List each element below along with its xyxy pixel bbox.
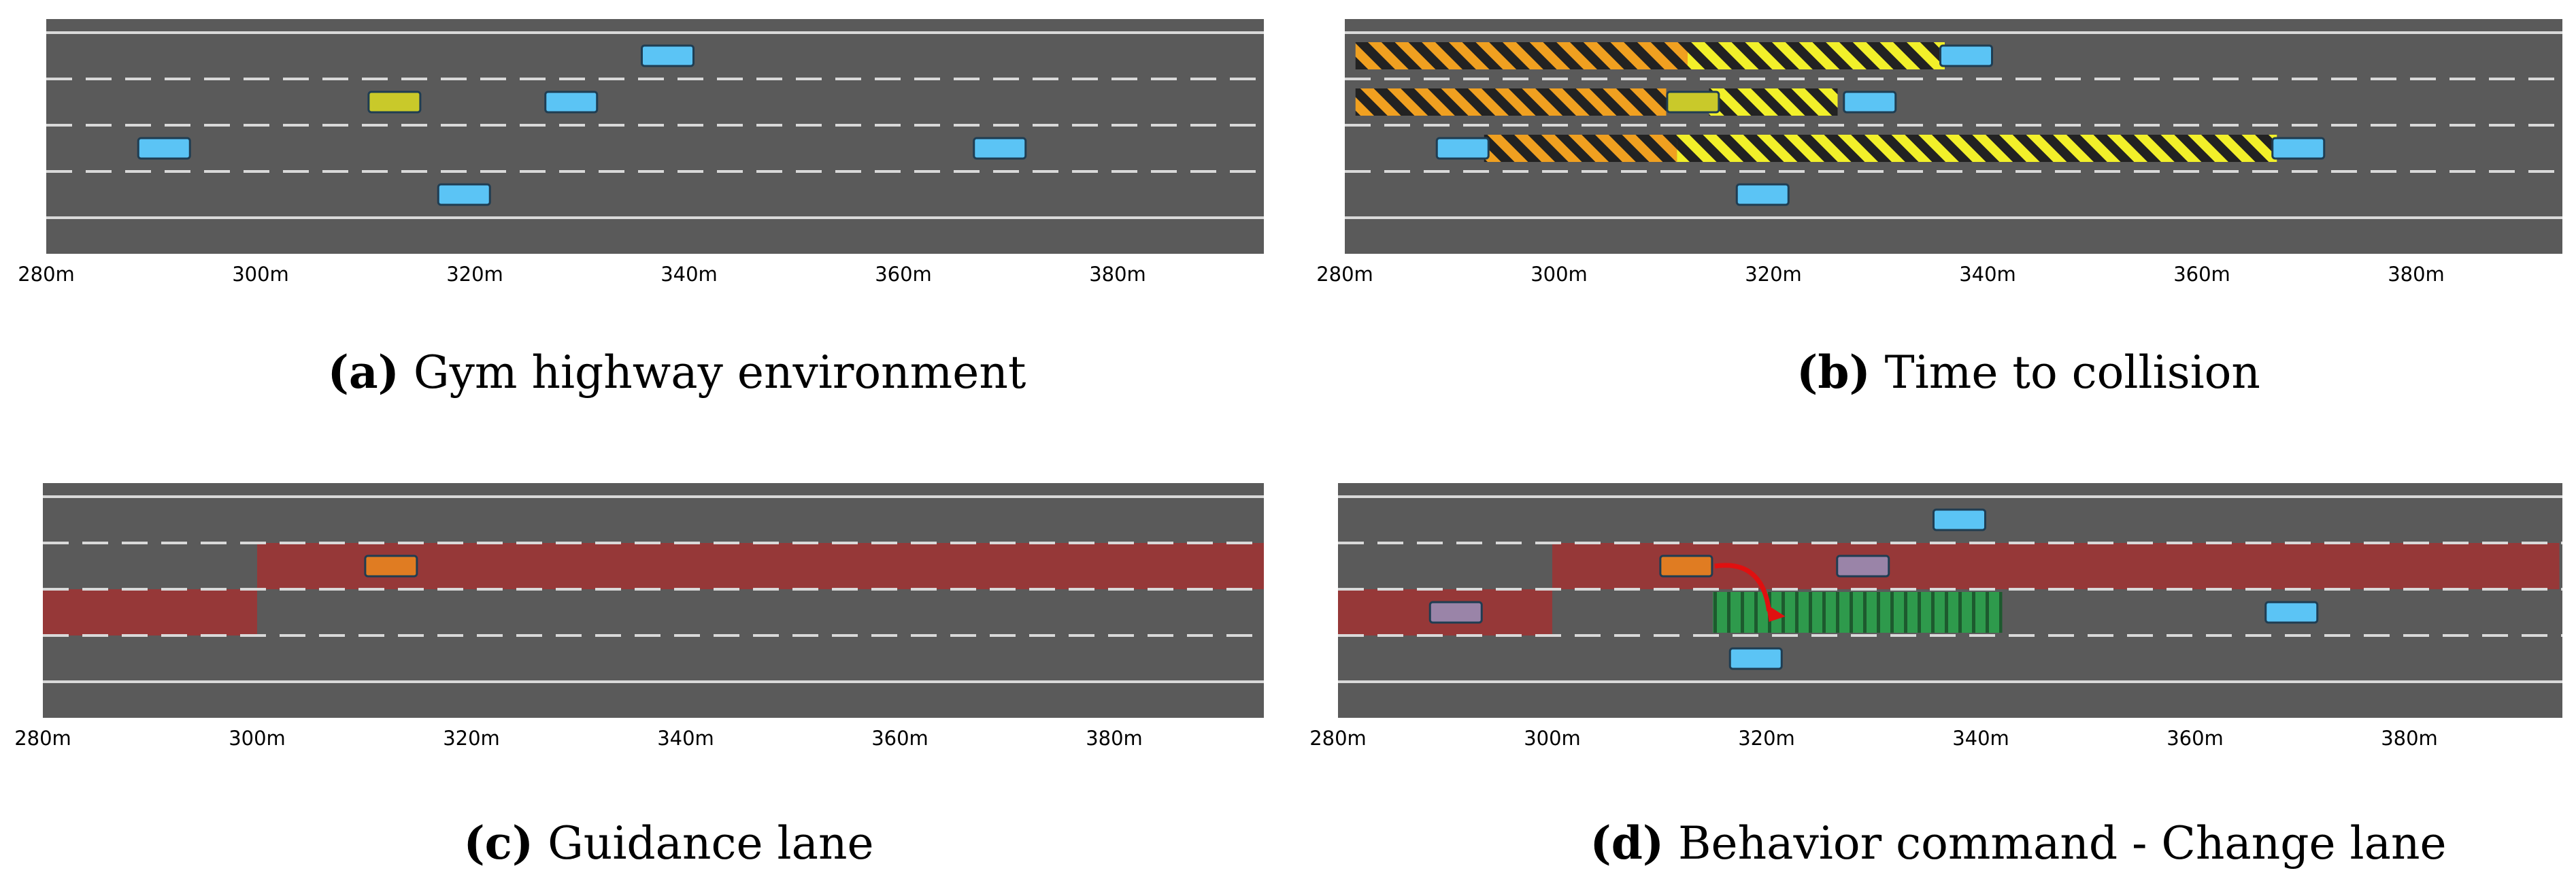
vehicle bbox=[641, 44, 695, 67]
vehicle bbox=[2271, 137, 2326, 160]
ttc-band-orange bbox=[1355, 42, 1688, 69]
x-axis-ticks-b: 280m 300m 320m 340m 360m 380m bbox=[1316, 257, 2562, 298]
x-tick-label: 300m bbox=[232, 263, 289, 286]
caption-label: (d) bbox=[1590, 816, 1665, 870]
ego-vehicle bbox=[1659, 555, 1713, 578]
panel-c: 280m 300m 320m 340m 360m 380m (c) Guidance la… bbox=[14, 483, 1264, 885]
x-tick-label: 280m bbox=[14, 727, 71, 750]
x-axis-ticks-d: 280m 300m 320m 340m 360m 380m bbox=[1309, 721, 2562, 762]
caption-label: (c) bbox=[463, 816, 534, 870]
x-tick-label: 360m bbox=[875, 263, 932, 286]
vehicle bbox=[137, 137, 191, 160]
vehicle bbox=[1939, 44, 1993, 67]
caption-text: Time to collision bbox=[1884, 346, 2260, 399]
ttc-band-orange bbox=[1484, 135, 1677, 162]
ego-vehicle bbox=[367, 90, 422, 114]
ttc-band-orange bbox=[1355, 88, 1667, 116]
x-tick-label: 300m bbox=[229, 727, 286, 750]
ego-vehicle bbox=[1666, 90, 1720, 114]
vehicle bbox=[2264, 601, 2319, 624]
vehicle bbox=[1728, 647, 1783, 670]
change-lane-zone bbox=[1713, 592, 2003, 633]
x-axis-ticks-a: 280m 300m 320m 340m 360m 380m bbox=[18, 257, 1264, 298]
x-tick-label: 340m bbox=[1959, 263, 2016, 286]
x-tick-label: 360m bbox=[871, 727, 929, 750]
x-axis-ticks-c: 280m 300m 320m 340m 360m 380m bbox=[14, 721, 1264, 762]
panel-a: 280m 300m 320m 340m 360m 380m (a) Gym highway… bbox=[18, 19, 1264, 420]
x-tick-label: 280m bbox=[1316, 263, 1373, 286]
ego-vehicle bbox=[364, 555, 418, 578]
vehicle bbox=[1843, 90, 1897, 114]
x-tick-label: 320m bbox=[1745, 263, 1802, 286]
x-tick-label: 300m bbox=[1524, 727, 1581, 750]
x-tick-label: 320m bbox=[443, 727, 500, 750]
arrow-head bbox=[1766, 604, 1786, 622]
vehicle bbox=[437, 183, 491, 206]
vehicle-purple bbox=[1428, 601, 1483, 624]
vehicle bbox=[1735, 183, 1790, 206]
x-tick-label: 360m bbox=[2167, 727, 2224, 750]
x-tick-label: 340m bbox=[1952, 727, 2009, 750]
caption-c: (c) Guidance lane bbox=[463, 816, 873, 870]
x-tick-label: 320m bbox=[446, 263, 503, 286]
caption-label: (a) bbox=[327, 346, 399, 399]
ttc-band-yellow bbox=[1677, 135, 2277, 162]
panel-b: 280m 300m 320m 340m 360m 380m (b) Time to col… bbox=[1316, 19, 2562, 420]
caption-d: (d) Behavior command - Change lane bbox=[1590, 816, 2446, 870]
vehicle bbox=[1435, 137, 1490, 160]
ttc-band-yellow bbox=[1709, 88, 1838, 116]
ttc-band-yellow bbox=[1688, 42, 1945, 69]
vehicle bbox=[973, 137, 1027, 160]
caption-text: Guidance lane bbox=[548, 817, 874, 870]
guidance-band bbox=[43, 589, 257, 635]
caption-text: Gym highway environment bbox=[413, 346, 1026, 399]
x-tick-label: 380m bbox=[2388, 263, 2445, 286]
x-tick-label: 360m bbox=[2173, 263, 2230, 286]
road-overlay-a bbox=[46, 31, 1264, 219]
panel-d: 280m 300m 320m 340m 360m 380m (d) Behavior co… bbox=[1309, 483, 2562, 885]
vehicle bbox=[544, 90, 599, 114]
caption-b: (b) Time to collision bbox=[1796, 346, 2260, 399]
x-tick-label: 380m bbox=[1086, 727, 1143, 750]
x-tick-label: 280m bbox=[1309, 727, 1367, 750]
road-overlay-c bbox=[43, 495, 1264, 683]
road-overlay-d bbox=[1338, 495, 2562, 683]
change-lane-arrow bbox=[1714, 563, 1772, 612]
x-tick-label: 300m bbox=[1530, 263, 1588, 286]
vehicle bbox=[1933, 508, 1986, 531]
x-tick-label: 280m bbox=[18, 263, 75, 286]
road-overlay-b bbox=[1345, 31, 2562, 219]
x-tick-label: 340m bbox=[657, 727, 714, 750]
caption-label: (b) bbox=[1796, 346, 1871, 399]
vehicle-purple bbox=[1836, 555, 1890, 578]
caption-a: (a) Gym highway environment bbox=[328, 346, 1026, 399]
guidance-band bbox=[257, 543, 1264, 589]
caption-text: Behavior command - Change lane bbox=[1678, 817, 2447, 870]
x-tick-label: 380m bbox=[2381, 727, 2438, 750]
x-tick-label: 380m bbox=[1089, 263, 1146, 286]
x-tick-label: 320m bbox=[1738, 727, 1795, 750]
x-tick-label: 340m bbox=[660, 263, 718, 286]
